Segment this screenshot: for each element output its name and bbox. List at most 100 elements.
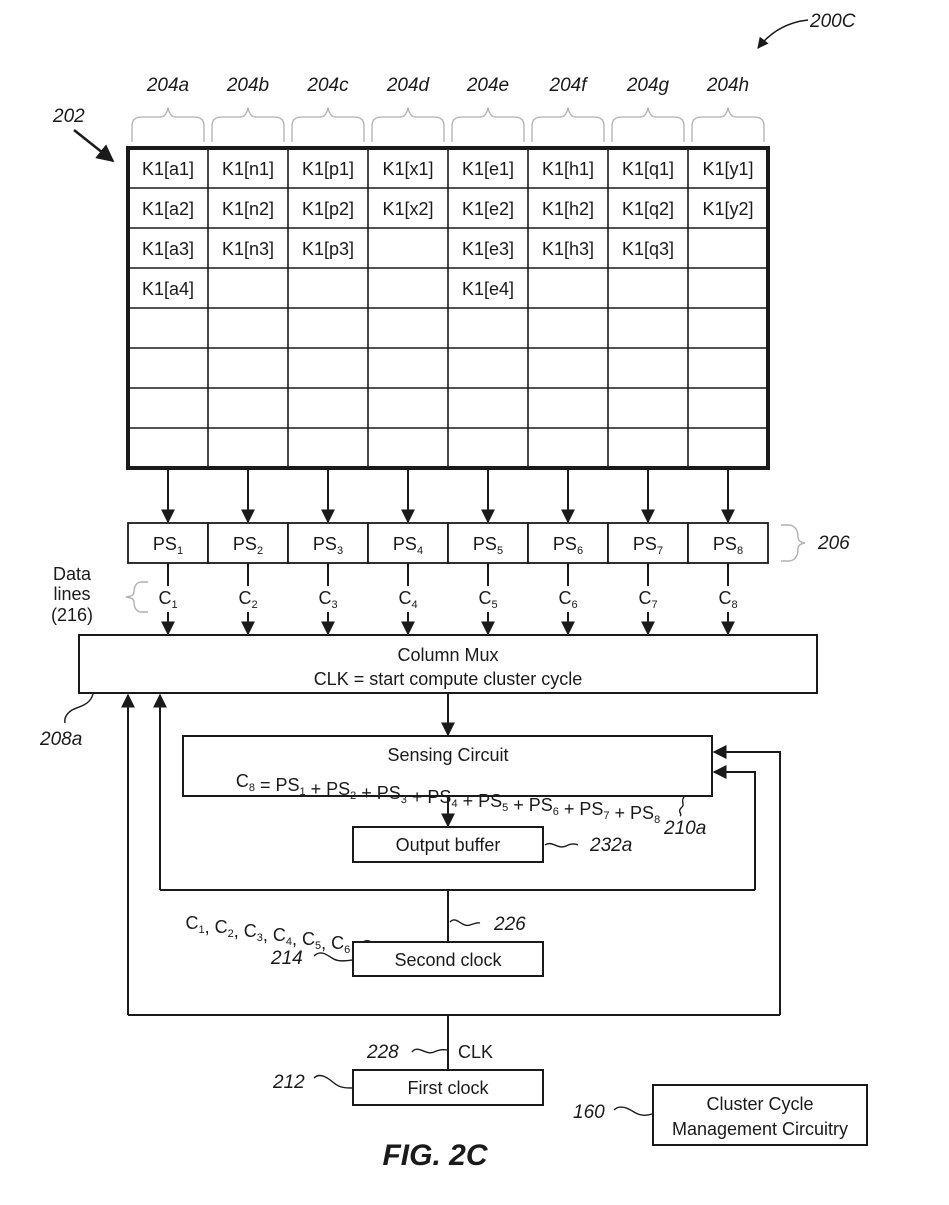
table-cell: K1[a4] [142,279,194,299]
column-mux-title: Column Mux [397,645,498,665]
data-line-label-base: C [638,588,651,608]
equation-term-base: PS [326,779,350,799]
ref-208a-label: 208a [39,729,82,750]
sensing-circuit-equation: C8 = PS1 + PS2 + PS3 + PS4 + PS5 + PS6 +… [236,771,660,826]
signal-base: C [244,921,257,941]
ref-232a: 232a [544,835,632,856]
data-lines-label: Data lines (216) [51,564,148,625]
data-line-label-subscript: 2 [251,599,257,611]
ref-214-label: 214 [270,948,303,969]
partial-sum-label-subscript: 6 [577,545,583,557]
ref-202-label: 202 [52,106,85,127]
equation-term-subscript: 2 [350,790,356,802]
table-cell: K1[q2] [622,199,674,219]
signal-separator: , [292,929,302,949]
table-cell: K1[y2] [702,199,753,219]
equation-term-base: PS [478,791,502,811]
column-mux-subtitle: CLK = start compute cluster cycle [314,669,583,689]
data-line-label-base: C [718,588,731,608]
equation-operator: + [508,795,529,815]
ref-228-leader [411,1048,448,1054]
data-line-label: C6 [558,588,577,611]
signal-separator: , [205,917,215,937]
signal-subscript: 3 [257,932,263,944]
table-cell: K1[p3] [302,239,354,259]
ref-200c-arrow [757,19,809,49]
column-brace-204e [451,107,525,142]
ref-232a-label: 232a [589,835,632,856]
column-brace-204b [211,107,285,142]
data-line-label: C8 [718,588,737,611]
signal-base: C [302,929,315,949]
equation-term-base: PS [427,787,451,807]
partial-sum-label-subscript: 1 [177,545,183,557]
partial-sum-label: PS7 [633,534,663,557]
partial-sum-label: PS8 [713,534,743,557]
table-cell: K1[h3] [542,239,594,259]
ref-212-label: 212 [272,1072,305,1093]
sensing-circuit: Sensing Circuit C8 = PS1 + PS2 + PS3 + P… [182,735,713,826]
partial-sum-label-base: PS [233,534,257,554]
partial-sum-label-base: PS [473,534,497,554]
equation-term-subscript: 3 [401,794,407,806]
equation-operator: + [306,779,327,799]
column-ref-204h: 204h [706,75,749,96]
ref-226-label: 226 [493,914,526,935]
data-line-label-base: C [158,588,171,608]
equation-term-base: PS [579,799,603,819]
column-brace-204g [611,107,685,142]
data-line-label: C5 [478,588,497,611]
output-buffer: Output buffer [352,826,544,863]
equation-operator: + [458,791,479,811]
ref-210a-label: 210a [663,818,706,839]
data-line-label-base: C [478,588,491,608]
second-clock: Second clock [352,941,544,977]
column-ref-204g: 204g [626,75,670,96]
signal-base: C [273,925,286,945]
data-line-label-subscript: 5 [491,599,497,611]
ref-210a-leader [678,796,685,817]
partial-sum-label-subscript: 4 [417,545,423,557]
table-cell: K1[q1] [622,159,674,179]
equation-operator: = [255,775,276,795]
cluster-cycle-label-line-2: Management Circuitry [672,1119,848,1139]
partial-sum-label: PS4 [393,534,423,557]
column-mux-box [78,634,818,694]
data-line-label-subscript: 6 [571,599,577,611]
first-clock: First clock [352,1069,544,1106]
equation-term-subscript: 6 [553,806,559,818]
column-ref-204a: 204a [146,75,189,96]
signal-subscript: 4 [286,936,292,948]
table-cell: K1[a3] [142,239,194,259]
data-line-label: C1 [158,588,177,611]
equation-operator: + [559,799,580,819]
partial-sum-label: PS1 [153,534,183,557]
partial-sum-label-base: PS [153,534,177,554]
equation-term-subscript: 8 [249,782,255,794]
ref-212-leader [313,1074,353,1089]
data-line-label-subscript: 8 [731,599,737,611]
partial-sum-label: PS2 [233,534,263,557]
signal-base: C [215,917,228,937]
partial-sum-cell [207,522,289,564]
signal-separator: , [263,925,273,945]
inner-loop-to-sensing-arrow [712,765,756,890]
partial-sum-cell [527,522,609,564]
data-line-label: C4 [398,588,417,611]
cluster-cycle-label-line-1: Cluster Cycle [706,1094,813,1114]
signal-subscript: 6 [344,944,350,956]
data-line-label-subscript: 3 [331,599,337,611]
equation-term-base: C [236,771,249,791]
equation-term-subscript: 8 [654,814,660,826]
table-cell: K1[h2] [542,199,594,219]
ref-160-label: 160 [573,1102,605,1123]
column-ref-204e: 204e [466,75,509,96]
ref-212: 212 [272,1072,353,1093]
ref-214: 214 [270,948,353,969]
second-clock-feedback-loop [153,693,756,942]
cluster-cycle-management-circuitry: Cluster Cycle Management Circuitry [652,1084,868,1146]
partial-sum-label-base: PS [553,534,577,554]
partial-sum-cell [287,522,369,564]
